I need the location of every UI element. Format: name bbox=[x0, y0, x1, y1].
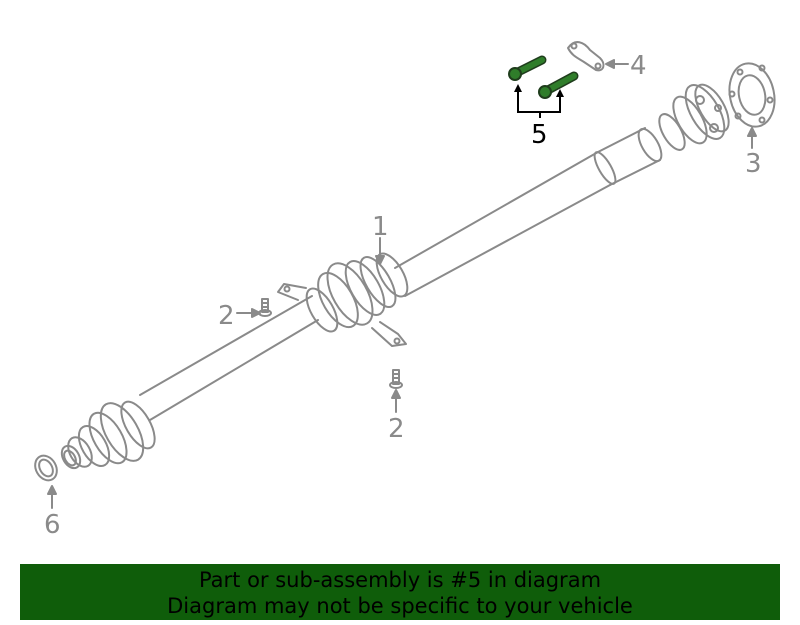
callout-5: 5 bbox=[531, 120, 548, 150]
callout-2-lower: 2 bbox=[388, 414, 405, 444]
part-info-banner: Part or sub-assembly is #5 in diagram Di… bbox=[20, 564, 780, 620]
clamp-bracket-part-4 bbox=[567, 41, 605, 72]
bolt-part-5-lower bbox=[538, 71, 579, 99]
callout-2-left: 2 bbox=[218, 301, 235, 331]
callout-4: 4 bbox=[630, 51, 647, 81]
callout-5-leader bbox=[514, 84, 564, 118]
callout-3: 3 bbox=[745, 149, 762, 179]
center-bearing bbox=[277, 252, 409, 347]
callout-6: 6 bbox=[44, 510, 61, 540]
bolt-part-2-lower bbox=[389, 369, 403, 389]
driveshaft-tube bbox=[139, 127, 663, 421]
flange-gasket-part-3 bbox=[728, 62, 776, 128]
rear-joint bbox=[658, 83, 730, 151]
callout-1: 1 bbox=[372, 212, 389, 242]
bolt-part-5-upper bbox=[508, 55, 547, 81]
banner-line-2: Diagram may not be specific to your vehi… bbox=[167, 594, 633, 618]
banner-line-1: Part or sub-assembly is #5 in diagram bbox=[198, 568, 602, 592]
callout-leaders bbox=[47, 59, 757, 509]
seal-ring-part-6 bbox=[34, 454, 58, 482]
front-joint bbox=[60, 400, 156, 470]
driveshaft-parts-diagram: 1 2 2 3 4 5 6 bbox=[34, 41, 776, 540]
